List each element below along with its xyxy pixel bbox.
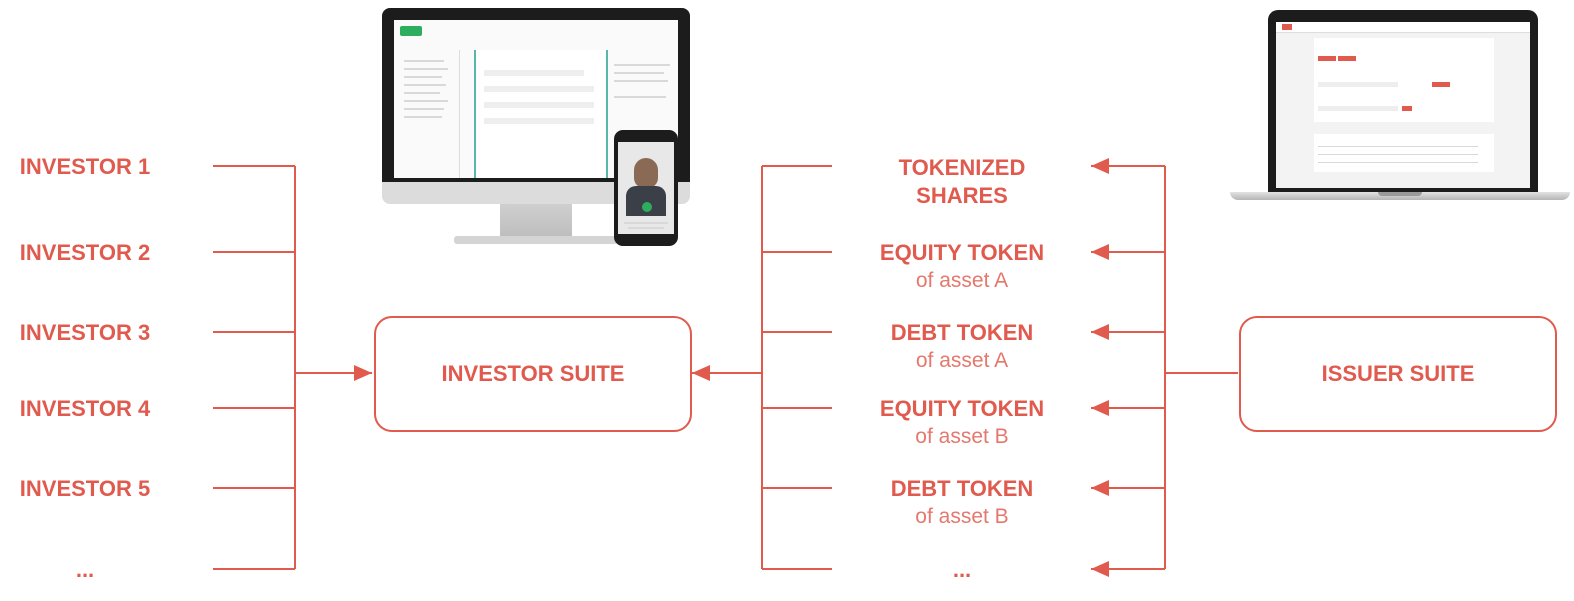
token-equity-a: EQUITY TOKEN of asset A bbox=[842, 240, 1082, 294]
laptop-mockup-image bbox=[1230, 10, 1570, 210]
token-title: DEBT TOKEN bbox=[890, 320, 1034, 345]
token-subtitle: of asset A bbox=[915, 349, 1009, 372]
investor-4-label: INVESTOR 4 bbox=[19, 396, 151, 421]
token-more: ... bbox=[952, 557, 972, 582]
token-subtitle: of asset B bbox=[915, 505, 1009, 528]
investor-2-label: INVESTOR 2 bbox=[19, 240, 151, 265]
token-debt-b: DEBT TOKEN of asset B bbox=[842, 476, 1082, 530]
token-title: EQUITY TOKEN bbox=[879, 396, 1045, 421]
token-title: EQUITY TOKEN bbox=[879, 240, 1045, 265]
investor-3-label: INVESTOR 3 bbox=[19, 320, 151, 345]
investor-1-label: INVESTOR 1 bbox=[19, 154, 151, 179]
issuer-suite-box: ISSUER SUITE bbox=[1239, 316, 1557, 432]
issuer-suite-label: ISSUER SUITE bbox=[1321, 361, 1475, 386]
token-debt-a: DEBT TOKEN of asset A bbox=[842, 320, 1082, 374]
token-title: TOKENIZED SHARES bbox=[898, 155, 1026, 208]
investor-more-label: ... bbox=[75, 557, 95, 582]
token-subtitle: of asset A bbox=[915, 269, 1009, 292]
token-subtitle: of asset B bbox=[915, 425, 1009, 448]
token-equity-b: EQUITY TOKEN of asset B bbox=[842, 396, 1082, 450]
investor-suite-box: INVESTOR SUITE bbox=[374, 316, 692, 432]
monitor-mockup-image bbox=[382, 8, 692, 263]
investor-5-label: INVESTOR 5 bbox=[19, 476, 151, 501]
investor-suite-label: INVESTOR SUITE bbox=[441, 361, 625, 386]
token-tokenized-shares: TOKENIZED SHARES bbox=[842, 154, 1082, 210]
phone-mockup-image bbox=[614, 130, 680, 248]
token-title: DEBT TOKEN bbox=[890, 476, 1034, 501]
